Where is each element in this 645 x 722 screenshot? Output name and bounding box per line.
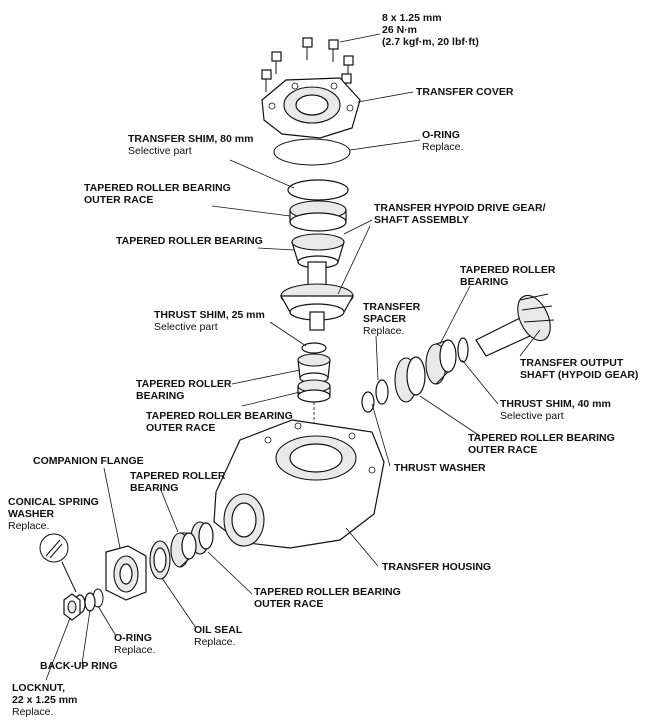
tapered-bearing-top-label: TAPERED ROLLER BEARING [116,235,263,247]
tapered-bearing-mid-label: TAPERED ROLLER BEARING [136,378,232,402]
conical-washer-label: CONICAL SPRING WASHER Replace. [8,496,99,532]
transfer-shim [287,179,349,201]
transfer-housing-label: TRANSFER HOUSING [382,561,492,573]
tapered-bearing-right-label: TAPERED ROLLER BEARING [460,264,556,288]
thrust-shim-25-label: THRUST SHIM, 25 mm Selective part [154,309,265,333]
tapered-bearing-right [425,339,457,385]
bolt-spec-label: 8 x 1.25 mm 26 N·m (2.7 kgf·m, 20 lbf·ft… [382,12,479,48]
thrust-shim-40-label: THRUST SHIM, 40 mm Selective part [500,398,611,422]
bolt-spec-torque-alt: (2.7 kgf·m, 20 lbf·ft) [382,36,479,48]
output-shaft-label: TRANSFER OUTPUT SHAFT (HYPOID GEAR) [520,357,639,381]
tapered-bearing-low-label: TAPERED ROLLER BEARING [130,470,226,494]
outer-race-right-label: TAPERED ROLLER BEARING OUTER RACE [468,432,615,456]
oil-seal-label: OIL SEAL Replace. [194,624,243,648]
transfer-shim-80-label: TRANSFER SHIM, 80 mm Selective part [128,133,254,157]
transfer-cover-label: TRANSFER COVER [416,86,514,98]
tapered-bearing-top [291,233,345,269]
locknut [63,593,81,621]
outer-race-top-label: TAPERED ROLLER BEARING OUTER RACE [84,182,231,206]
hypoid-drive-gear-label: TRANSFER HYPOID DRIVE GEAR/ SHAFT ASSEMB… [374,202,546,226]
hypoid-drive-gear [279,261,355,331]
oil-seal [149,540,171,580]
tapered-bearing-bottom [170,532,197,568]
thrust-shim-25 [301,342,327,354]
bolt-spec-torque: 26 N·m [382,24,418,36]
transfer-spacer-label: TRANSFER SPACER Replace. [363,301,421,337]
transfer-output-shaft [475,293,555,357]
transfer-housing [213,419,385,549]
outer-race-mid-label: TAPERED ROLLER BEARING OUTER RACE [146,410,293,434]
transfer-spacer [375,379,389,405]
thrust-shim-40 [457,337,469,363]
o-ring-top-label: O-RING Replace. [422,129,464,153]
thrust-washer-label: THRUST WASHER [394,462,486,474]
o-ring-bottom-label: O-RING Replace. [114,632,156,656]
conical-washer-detail [39,533,77,593]
outer-race-lower [297,379,331,403]
backup-ring-label: BACK-UP RING [40,660,118,672]
companion-flange [105,545,147,601]
locknut-label: LOCKNUT, 22 x 1.25 mm Replace. [12,682,78,718]
tapered-bearing-lower [297,353,331,384]
outer-race-bottom-label: TAPERED ROLLER BEARING OUTER RACE [254,586,401,610]
o-ring-top [273,138,351,166]
thrust-washer [361,391,375,413]
bolt-spec-size: 8 x 1.25 mm [382,12,442,24]
leader-lines [45,33,541,681]
backup-ring [84,592,96,612]
outer-race-right [394,356,426,403]
transfer-cover [261,77,361,139]
outer-race-top [289,200,347,232]
companion-flange-label: COMPANION FLANGE [33,455,144,467]
